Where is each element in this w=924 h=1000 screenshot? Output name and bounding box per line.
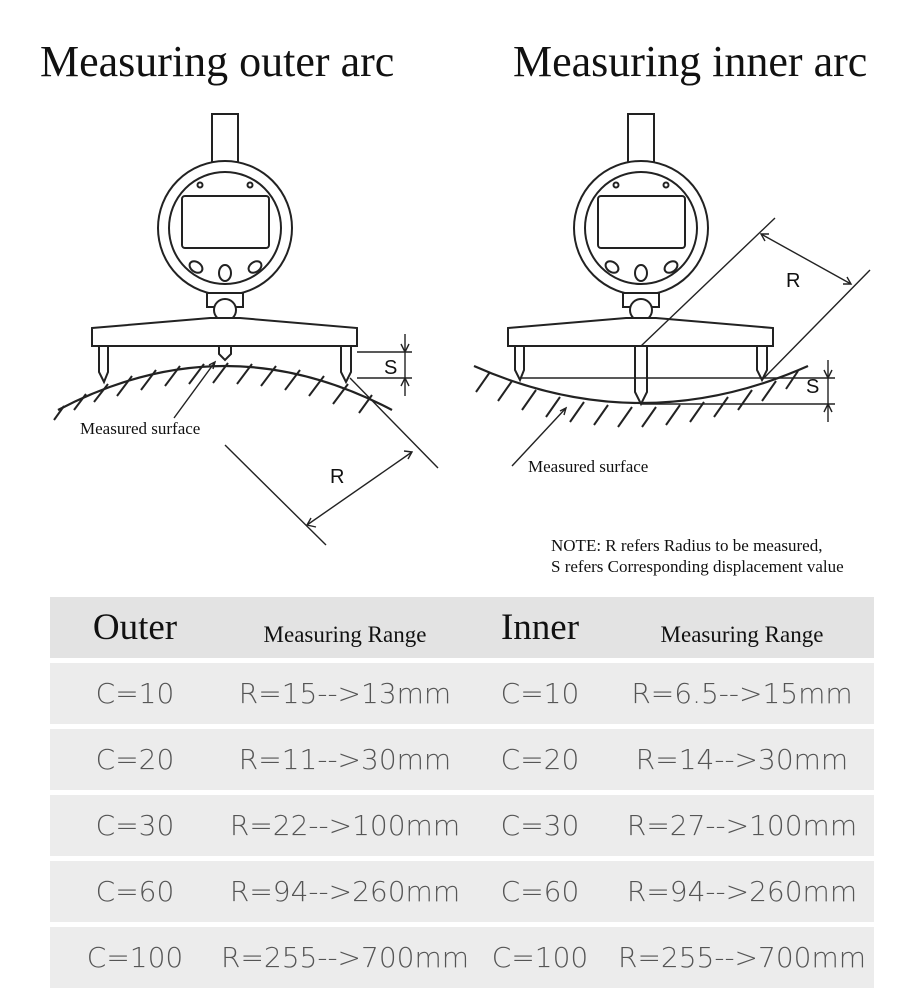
inner-c-cell: C=20: [500, 743, 580, 776]
title-inner-arc: Measuring inner arc: [513, 37, 868, 86]
outer-c-cell: C=20: [95, 743, 175, 776]
outer-range-cell: R=22-->100mm: [229, 809, 461, 842]
header-inner: Inner: [500, 607, 580, 648]
inner-range-cell: R=255-->700mm: [617, 941, 867, 974]
outer-range-cell: R=11-->30mm: [238, 743, 452, 776]
outer-c-cell: C=60: [95, 875, 175, 908]
inner-c-cell: C=10: [500, 677, 580, 710]
inner-range-cell: R=27-->100mm: [626, 809, 858, 842]
inner-c-cell: C=100: [491, 941, 589, 974]
table-row: C=60 R=94-->260mm C=60 R=94-->260mm: [50, 861, 874, 922]
measuring-range-table: Outer Measuring Range Inner Measuring Ra…: [50, 597, 874, 993]
outer-c-cell: C=30: [95, 809, 175, 842]
inner-range-cell: R=94-->260mm: [626, 875, 858, 908]
table-row: C=30 R=22-->100mm C=30 R=27-->100mm: [50, 795, 874, 856]
note-line-1: NOTE: R refers Radius to be measured,: [551, 536, 823, 555]
note: NOTE: R refers Radius to be measured, S …: [551, 535, 844, 577]
inner-r-label: R: [786, 270, 800, 292]
note-line-2: S refers Corresponding displacement valu…: [551, 557, 844, 576]
outer-c-cell: C=100: [86, 941, 184, 974]
outer-c-cell: C=10: [95, 677, 175, 710]
table-header-row: Outer Measuring Range Inner Measuring Ra…: [50, 597, 874, 658]
inner-measured-surface-label: Measured surface: [528, 457, 648, 476]
outer-s-label: S: [384, 357, 397, 379]
outer-arc-gauge: [53, 113, 439, 546]
inner-s-label: S: [806, 376, 819, 398]
outer-r-label: R: [330, 466, 344, 488]
inner-c-cell: C=30: [500, 809, 580, 842]
title-outer-arc: Measuring outer arc: [40, 37, 395, 86]
inner-c-cell: C=60: [500, 875, 580, 908]
header-outer-range: Measuring Range: [263, 621, 427, 647]
table-row: C=100 R=255-->700mm C=100 R=255-->700mm: [50, 927, 874, 988]
outer-range-cell: R=15-->13mm: [238, 677, 452, 710]
table-row: C=20 R=11-->30mm C=20 R=14-->30mm: [50, 729, 874, 790]
outer-measured-surface-label: Measured surface: [80, 419, 200, 438]
table-row: C=10 R=15-->13mm C=10 R=6.5-->15mm: [50, 663, 874, 724]
inner-range-cell: R=6.5-->15mm: [631, 677, 853, 710]
outer-range-cell: R=255-->700mm: [220, 941, 470, 974]
outer-range-cell: R=94-->260mm: [229, 875, 461, 908]
inner-arc-gauge: [473, 113, 871, 467]
header-inner-range: Measuring Range: [660, 621, 824, 647]
gauge-diagrams: Measured surface S R: [53, 113, 871, 546]
inner-range-cell: R=14-->30mm: [635, 743, 849, 776]
header-outer: Outer: [92, 607, 178, 648]
